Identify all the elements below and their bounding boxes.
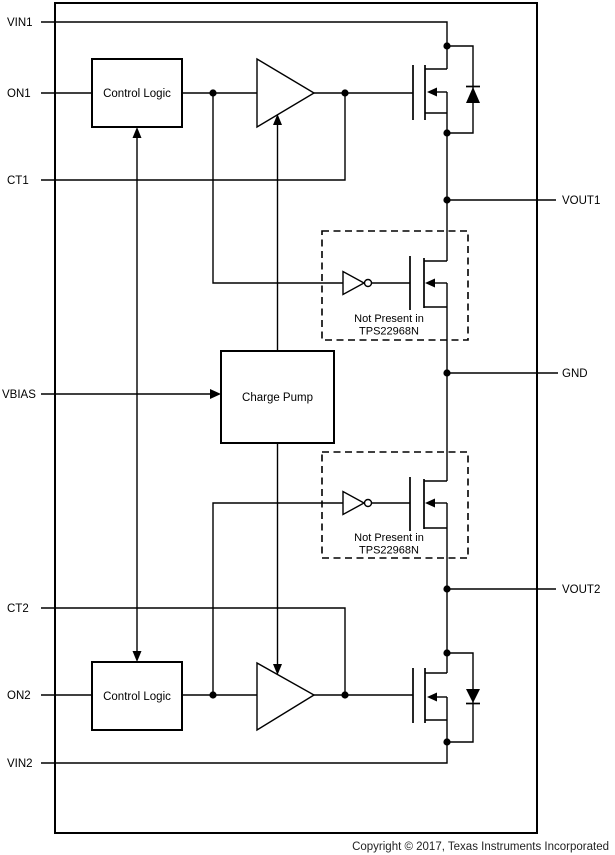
note1-line2: TPS22968N xyxy=(359,326,419,338)
junction-dot xyxy=(443,42,451,50)
pin-label-vin2: VIN2 xyxy=(7,758,33,770)
dashed-option-box-1: Not Present in TPS22968N xyxy=(321,230,469,341)
control-logic-2-block: Control Logic xyxy=(91,661,183,731)
junction-dot xyxy=(443,585,451,593)
pin-vout1: VOUT1 xyxy=(447,195,600,207)
junction-dot xyxy=(341,691,349,699)
mosfet-option-1-body-arrow-icon xyxy=(425,278,435,288)
pin-vin1: VIN1 xyxy=(7,17,448,69)
control-logic-1-block: Control Logic xyxy=(91,58,183,128)
buffer-1-icon xyxy=(256,57,316,129)
inverter-1-icon xyxy=(342,270,410,296)
body-diode-2-icon xyxy=(447,652,480,743)
arrow-down-icon xyxy=(132,651,142,662)
junction-dot xyxy=(443,738,451,746)
inverter2-feed-wire xyxy=(212,502,343,695)
mosfet-option-1-icon xyxy=(409,256,447,310)
pin-label-vbias: VBIAS xyxy=(2,389,36,401)
junction-dot xyxy=(341,89,349,97)
control-logic-1-label: Control Logic xyxy=(103,88,171,100)
dashed-option-box-2: Not Present in TPS22968N xyxy=(321,451,469,559)
pin-ct2: CT2 xyxy=(7,603,346,695)
buffer-2-icon xyxy=(256,661,316,732)
body-diode-2-triangle xyxy=(466,689,480,703)
junction-dot xyxy=(209,89,217,97)
pin-vin2: VIN2 xyxy=(7,742,448,770)
charge-pump-feed-top xyxy=(273,114,282,351)
dashed-rect-1 xyxy=(321,230,469,341)
mosfet-option-2-icon xyxy=(409,477,447,531)
vin1-wire xyxy=(41,21,448,69)
mosfet-option-2-body-arrow-icon xyxy=(425,498,435,508)
mosfet-pass-1-icon xyxy=(412,65,447,120)
inverter-2-triangle xyxy=(342,490,366,516)
inverter-2-icon xyxy=(342,490,410,516)
junction-dot xyxy=(443,369,451,377)
vbias-arrowhead-icon xyxy=(210,389,221,399)
inverter-1-bubble xyxy=(363,278,373,288)
charge-pump-block: Charge Pump xyxy=(220,350,335,444)
pin-label-ct1: CT1 xyxy=(7,175,29,187)
ct2-wire xyxy=(41,607,346,695)
mosfet-pass-1-body-arrow-icon xyxy=(427,87,437,97)
pin-vbias: VBIAS xyxy=(2,389,221,401)
note2-line1: Not Present in xyxy=(354,532,424,544)
control-logic-1-box xyxy=(91,58,183,128)
control-logic-interconnect xyxy=(132,127,142,662)
pin-label-vin1: VIN1 xyxy=(7,17,33,29)
control-logic-2-box xyxy=(91,661,183,731)
pin-label-on2: ON2 xyxy=(7,690,31,702)
junction-dot xyxy=(443,129,451,137)
mosfet-pass-2-icon xyxy=(412,668,447,723)
arrow-up-icon xyxy=(132,127,142,138)
inverter-2-bubble xyxy=(363,498,373,508)
pin-label-ct2: CT2 xyxy=(7,603,29,615)
dashed-rect-2 xyxy=(321,451,469,559)
inverter1-feed-wire xyxy=(212,93,343,284)
junction-dot xyxy=(443,649,451,657)
charge-pump-feed-bottom xyxy=(273,443,282,675)
ct1-wire xyxy=(41,93,346,181)
note1-line1: Not Present in xyxy=(354,313,424,325)
pin-label-vout1: VOUT1 xyxy=(562,195,600,207)
junction-dots xyxy=(209,42,451,746)
charge-pump-box xyxy=(220,350,335,444)
junction-dot xyxy=(443,196,451,204)
pin-gnd: GND xyxy=(447,368,588,380)
mosfet-pass-2-body-arrow-icon xyxy=(427,692,437,702)
arrow-up-icon xyxy=(273,114,282,125)
body-diode-1-triangle xyxy=(466,87,480,103)
body-diode-1-icon xyxy=(447,45,480,134)
pin-vout2: VOUT2 xyxy=(447,584,600,596)
control-logic-2-label: Control Logic xyxy=(103,691,171,703)
pin-on1: ON1 xyxy=(7,88,92,100)
inverter-1-triangle xyxy=(342,270,366,296)
pin-ct1: CT1 xyxy=(7,93,346,187)
arrow-down-icon xyxy=(273,664,282,675)
copyright-text: Copyright © 2017, Texas Instruments Inco… xyxy=(352,841,609,853)
pin-label-vout2: VOUT2 xyxy=(562,584,600,596)
pin-label-gnd: GND xyxy=(562,368,588,380)
charge-pump-label: Charge Pump xyxy=(242,392,313,404)
note2-line2: TPS22968N xyxy=(359,545,419,557)
pin-on2: ON2 xyxy=(7,690,92,702)
pin-label-on1: ON1 xyxy=(7,88,31,100)
junction-dot xyxy=(209,691,217,699)
vin2-wire xyxy=(41,742,448,764)
